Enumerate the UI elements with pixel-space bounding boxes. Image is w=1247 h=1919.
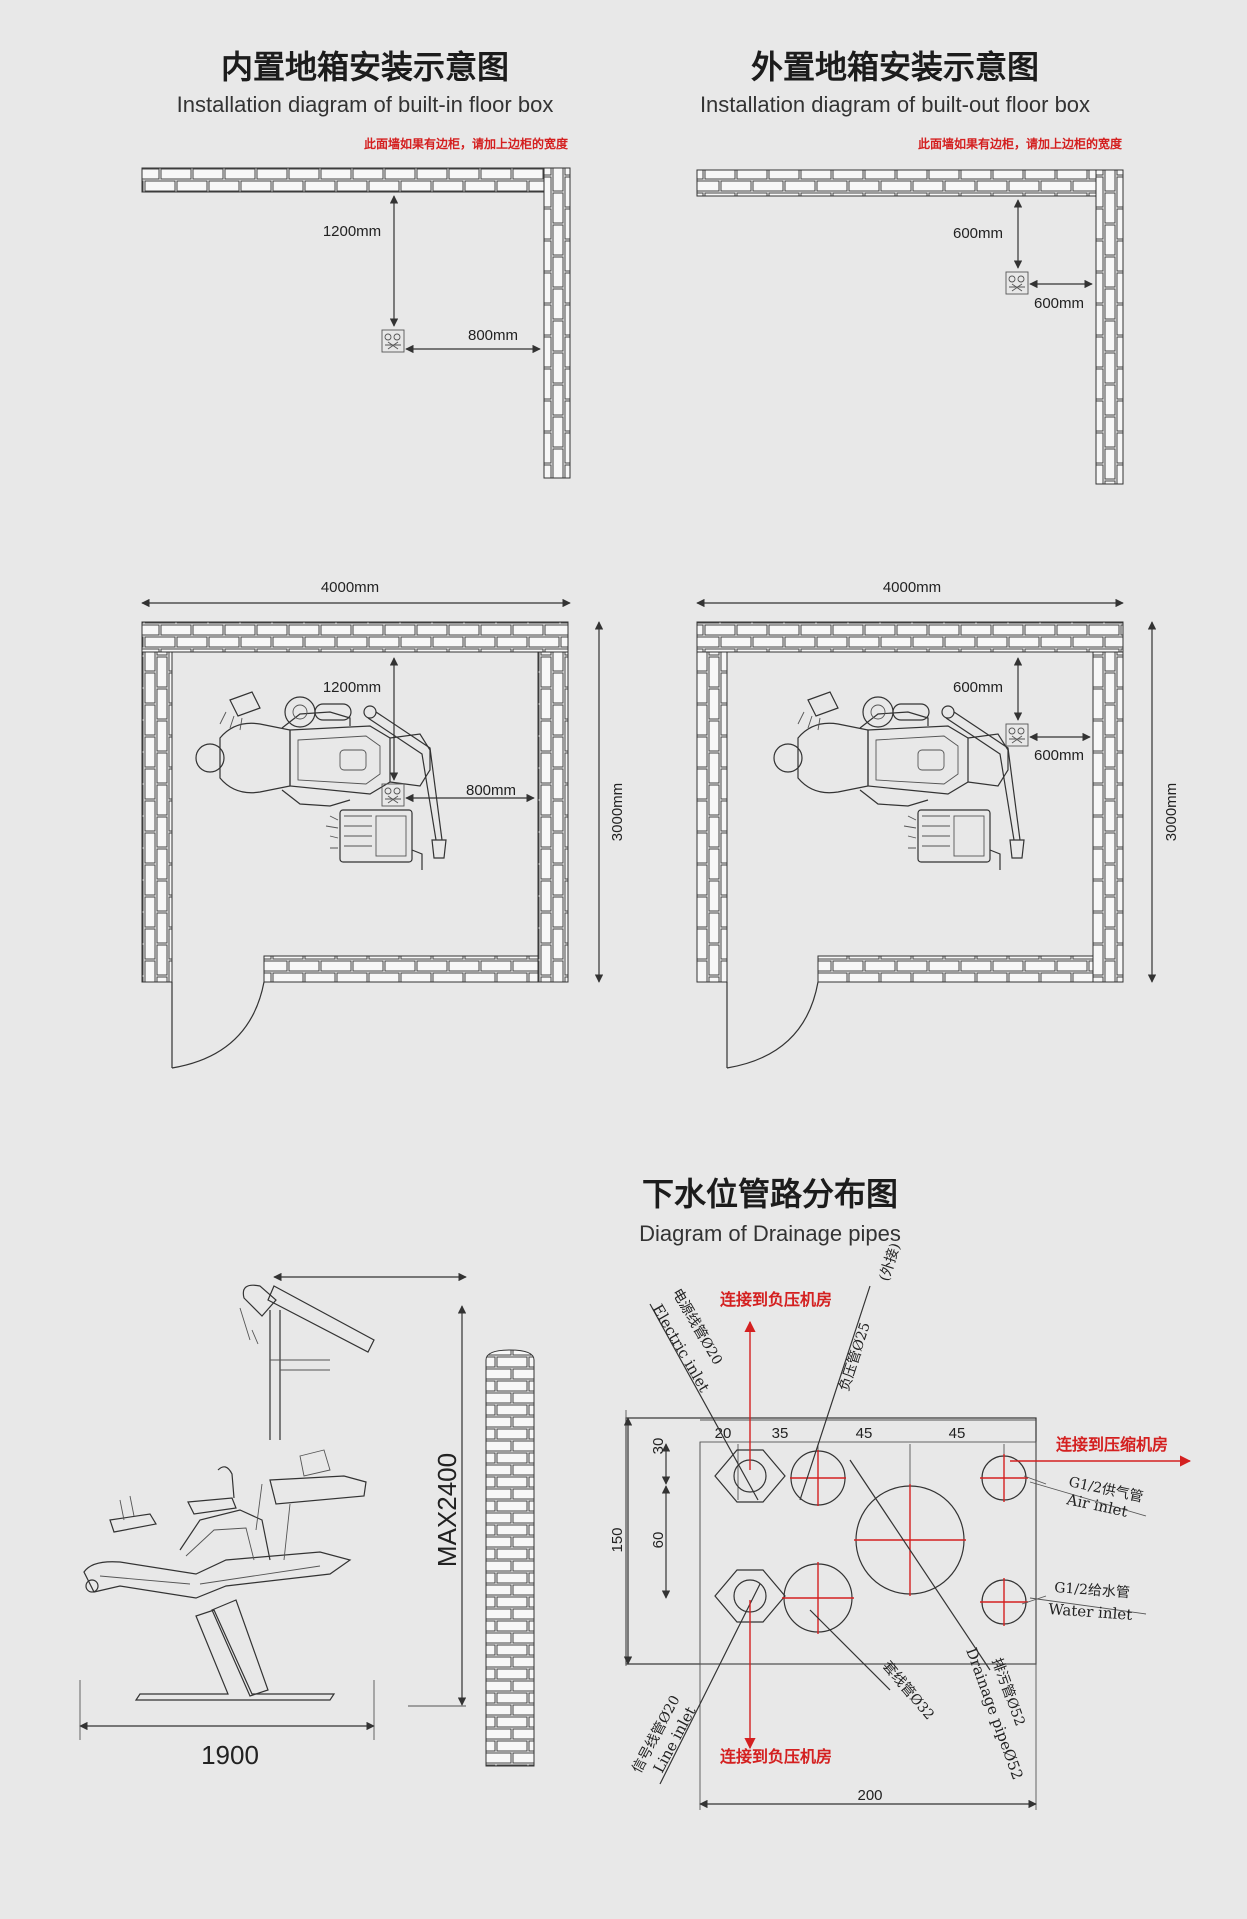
pipe-layout: 20 35 45 45 30 60 150 200 [609,1241,1192,1810]
builtin-title-en: Installation diagram of built-in floor b… [177,92,554,117]
water-label-en: Water inlet [1048,1600,1133,1624]
builtin-floor-box [381,329,405,353]
dim-30: 30 [650,1438,667,1455]
builtout-room-horizontal-dim: 600mm [1034,747,1084,764]
builtout-room-right-wall [1092,651,1124,983]
red-label-bottom: 连接到负压机房 [720,1747,832,1766]
builtout-room-left-wall [696,651,728,983]
dim-20: 20 [715,1425,732,1442]
builtin-horizontal-dim: 800mm [468,327,518,344]
dim-45b: 45 [949,1425,966,1442]
builtout-room-bottom-wall [817,955,1094,983]
builtin-room-vertical-dim: 1200mm [323,679,381,696]
dim-45a: 45 [856,1425,873,1442]
cable-label-cn: 套线管Ø32 [879,1658,937,1723]
side-wall [485,1349,535,1767]
builtout-right-wall [1095,169,1124,485]
builtout-dental-chair [773,691,1025,871]
line-inlet-pipe [714,1569,786,1623]
builtout-floor-box [1005,271,1029,295]
negative-label-cn: 负压管Ø25 [837,1320,874,1393]
builtin-title-cn: 内置地箱安装示意图 [221,48,509,86]
builtin-section: 内置地箱安装示意图 Installation diagram of built-… [141,48,626,1069]
builtout-note: 此面墙如果有边柜，请加上边柜的宽度 [918,136,1123,151]
builtout-horizontal-dim: 600mm [1034,295,1084,312]
drainage-title-en: Diagram of Drainage pipes [639,1221,901,1246]
drainage-section: 下水位管路分布图 Diagram of Drainage pipes MAX24… [79,1175,1192,1810]
water-label-cn: G1/2给水管 [1054,1580,1131,1601]
builtout-title-en: Installation diagram of built-out floor … [700,92,1090,117]
dim-150: 150 [609,1527,626,1552]
builtin-vertical-dim: 1200mm [323,223,381,240]
builtin-room-depth: 3000mm [609,783,626,841]
builtout-room-vertical-dim: 600mm [953,679,1003,696]
builtin-door [171,981,265,1069]
red-label-right: 连接到压缩机房 [1056,1435,1168,1454]
builtout-room-depth: 3000mm [1163,783,1180,841]
builtin-right-wall [543,167,571,479]
builtout-door [726,981,819,1069]
builtout-room-width: 4000mm [883,579,941,596]
electric-inlet-pipe [714,1449,786,1503]
builtin-room-floor-box [381,783,405,807]
builtin-room-width: 4000mm [321,579,379,596]
dim-60: 60 [650,1532,667,1549]
drainage-title-cn: 下水位管路分布图 [642,1175,898,1213]
negative-label-note: (外接) [876,1241,904,1283]
dim-200: 200 [857,1787,882,1804]
dim-35: 35 [772,1425,789,1442]
builtin-room-right-wall [537,651,569,983]
builtout-room-top-wall [696,621,1124,653]
builtout-section: 外置地箱安装示意图 Installation diagram of built-… [696,48,1180,1069]
builtout-vertical-dim: 600mm [953,225,1003,242]
builtin-room-left-wall [141,651,173,983]
builtin-dental-chair [195,691,447,871]
builtout-title-cn: 外置地箱安装示意图 [751,48,1039,86]
builtin-note: 此面墙如果有边柜，请加上边柜的宽度 [364,136,569,151]
chair-length: 1900 [201,1740,259,1770]
builtin-room-horizontal-dim: 800mm [466,782,516,799]
builtout-top-wall [696,169,1124,197]
chair-side-view: MAX2400 1900 [79,1272,535,1770]
builtin-room-bottom-wall [263,955,539,983]
red-label-top: 连接到负压机房 [720,1290,832,1309]
builtout-room-floor-box [1005,723,1029,747]
builtin-room-top-wall [141,621,569,653]
chair-max-height: MAX2400 [432,1453,462,1567]
builtin-top-wall [141,167,571,193]
